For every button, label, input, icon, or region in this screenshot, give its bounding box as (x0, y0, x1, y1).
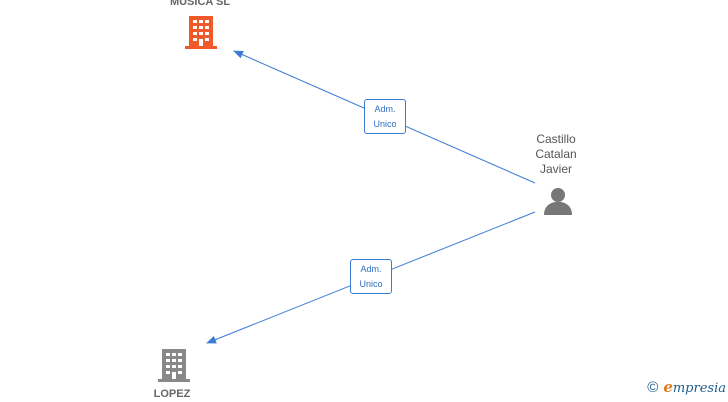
copyright-icon: © (647, 379, 659, 396)
role-badge[interactable]: Adm. Unico (350, 259, 392, 294)
person-name-label[interactable]: Castillo Catalan Javier (516, 132, 596, 177)
building-icon[interactable] (185, 15, 217, 54)
role-badge[interactable]: Adm. Unico (364, 99, 406, 134)
company-top-label[interactable]: MUSICA SL (169, 0, 231, 8)
role-badge-line: Unico (373, 119, 397, 129)
role-badge-line: Unico (359, 279, 383, 289)
company-bottom-label[interactable]: LOPEZ (153, 388, 191, 400)
person-icon[interactable] (543, 186, 573, 221)
empresia-watermark: ©empresia (647, 378, 726, 396)
building-icon[interactable] (158, 348, 190, 387)
brand-logo: empresia (663, 378, 726, 396)
person-name-line: Castillo (536, 132, 576, 146)
person-name-line: Catalan (535, 147, 577, 161)
role-badge-line: Adm. (374, 104, 396, 114)
person-name-line: Javier (539, 162, 572, 176)
role-badge-line: Adm. (360, 264, 382, 274)
